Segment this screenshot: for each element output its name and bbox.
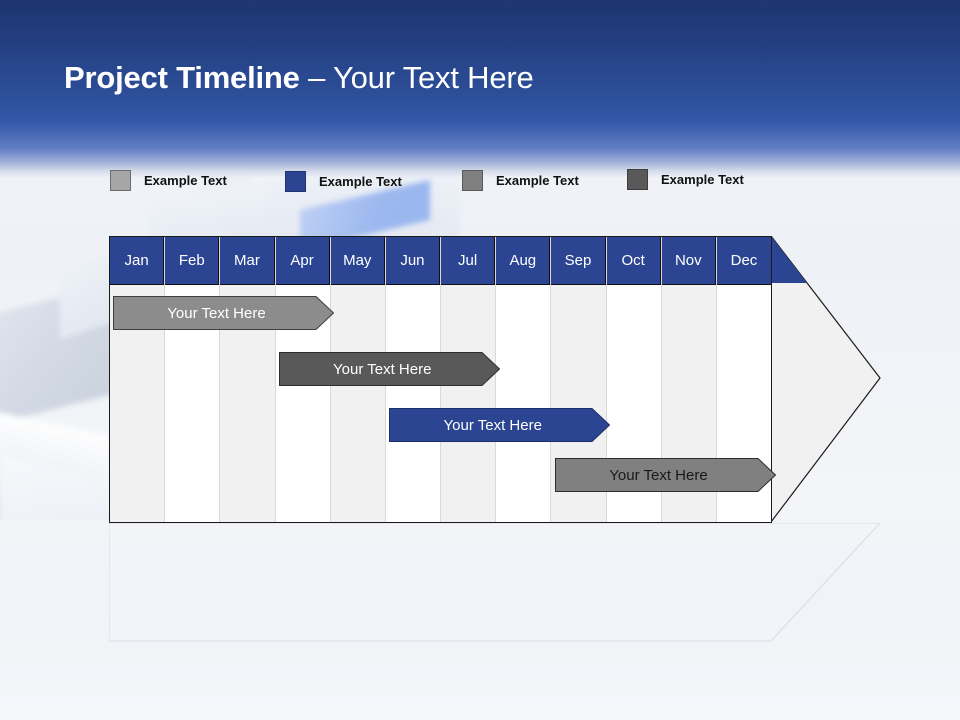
- month-header-oct: Oct: [606, 237, 661, 285]
- legend-swatch-gray-icon: [462, 170, 483, 191]
- timeline-column-jul[interactable]: Jul: [441, 237, 497, 522]
- month-header-apr: Apr: [275, 237, 330, 285]
- timeline-column-mar[interactable]: Mar: [220, 237, 276, 522]
- timeline-column-nov[interactable]: Nov: [661, 237, 717, 522]
- timeline-column-oct[interactable]: Oct: [606, 237, 662, 522]
- month-header-nov: Nov: [661, 237, 716, 285]
- month-header-sep: Sep: [551, 237, 606, 285]
- timeline-column-apr[interactable]: Apr: [275, 237, 331, 522]
- month-header-jul: Jul: [441, 237, 496, 285]
- legend-swatch-blue-icon: [285, 171, 306, 192]
- background-floor: [0, 520, 960, 720]
- legend-swatch-dark-gray-icon: [627, 169, 648, 190]
- timeline-column-sep[interactable]: Sep: [551, 237, 607, 522]
- month-header-jan: Jan: [110, 237, 165, 285]
- legend-swatch-light-gray-icon: [110, 170, 131, 191]
- timeline-arrowhead: [771, 236, 881, 523]
- page-title: Project Timeline – Your Text Here: [64, 60, 534, 96]
- legend-item-4[interactable]: Example Text: [627, 169, 744, 190]
- legend-label-1: Example Text: [144, 173, 227, 188]
- legend-item-2[interactable]: Example Text: [285, 171, 402, 192]
- legend-item-1[interactable]: Example Text: [110, 170, 227, 191]
- month-header-may: May: [330, 237, 385, 285]
- legend-label-4: Example Text: [661, 172, 744, 187]
- timeline-column-may[interactable]: May: [330, 237, 386, 522]
- page-title-rest: – Your Text Here: [299, 60, 534, 95]
- month-header-feb: Feb: [165, 237, 220, 285]
- legend-label-2: Example Text: [319, 174, 402, 189]
- timeline-column-dec[interactable]: Dec: [716, 237, 772, 522]
- legend-label-3: Example Text: [496, 173, 579, 188]
- month-header-jun: Jun: [385, 237, 441, 285]
- timeline-column-jun[interactable]: Jun: [385, 237, 442, 522]
- timeline-column-jan[interactable]: Jan: [110, 237, 166, 522]
- month-header-aug: Aug: [496, 237, 551, 285]
- legend-item-3[interactable]: Example Text: [462, 170, 579, 191]
- month-header-mar: Mar: [220, 237, 275, 285]
- page-title-bold: Project Timeline: [64, 60, 300, 95]
- timeline-column-feb[interactable]: Feb: [165, 237, 221, 522]
- month-header-dec: Dec: [716, 237, 772, 285]
- title-banner: [0, 0, 960, 178]
- timeline-column-aug[interactable]: Aug: [496, 237, 552, 522]
